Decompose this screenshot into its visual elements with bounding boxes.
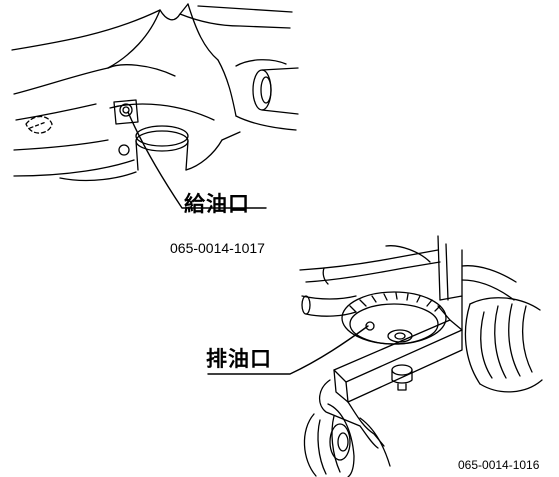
lower-figure-code: 065-0014-1016 [458, 458, 540, 472]
lower-wheel-drawing [299, 235, 543, 477]
upper-figure-code: 065-0014-1017 [170, 240, 265, 256]
fill-port-label: 給油口 [184, 192, 250, 216]
upper-housing-drawing [11, 3, 299, 182]
drain-port-leader-line [207, 325, 369, 375]
fill-port-leader-line [127, 111, 267, 209]
drain-port-label: 排油口 [206, 347, 272, 371]
